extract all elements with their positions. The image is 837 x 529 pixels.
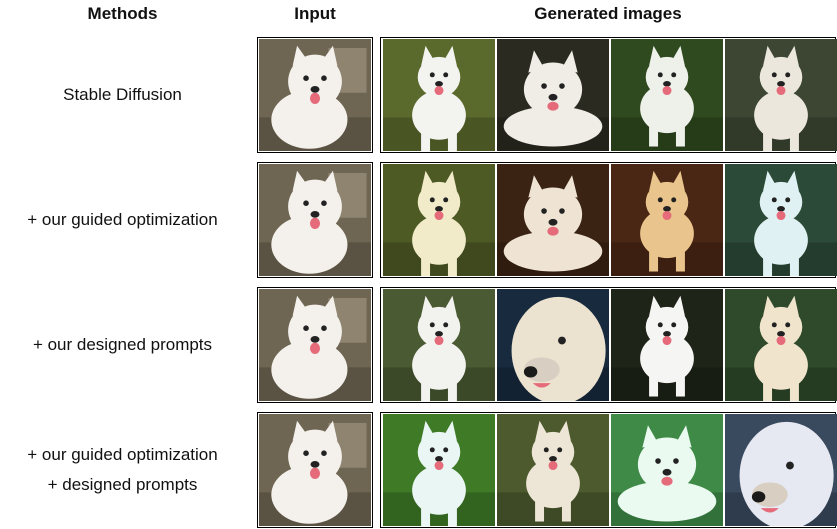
samoyed-photo-icon	[259, 289, 371, 401]
input-frame	[257, 37, 373, 153]
input-frame	[257, 162, 373, 278]
method-label-line: Stable Diffusion	[63, 85, 182, 104]
method-label-line: + our designed prompts	[32, 335, 213, 354]
samoyed-sitting-icon	[725, 39, 837, 151]
input-frame	[257, 287, 373, 403]
samoyed-lying-icon	[497, 164, 609, 276]
generated-image	[725, 164, 837, 276]
samoyed-portrait-icon	[725, 414, 837, 526]
generated-image	[725, 39, 837, 151]
samoyed-sitting-icon	[725, 289, 837, 401]
samoyed-photo-icon	[259, 39, 371, 151]
generated-image	[725, 414, 837, 526]
generated-image	[725, 289, 837, 401]
samoyed-photo-icon	[259, 164, 371, 276]
method-label-line: + designed prompts	[47, 475, 198, 494]
samoyed-sitting-icon	[383, 289, 495, 401]
generated-image	[383, 289, 495, 401]
method-label: Stable Diffusion	[0, 80, 245, 110]
method-label-line: + our guided optimization	[27, 210, 218, 229]
method-label: + our designed prompts	[0, 330, 245, 360]
header-input: Input	[294, 4, 336, 23]
generated-image	[383, 414, 495, 526]
samoyed-sitting-icon	[725, 164, 837, 276]
generated-image	[497, 164, 609, 276]
samoyed-lying-icon	[611, 414, 723, 526]
samoyed-standing-icon	[611, 39, 723, 151]
samoyed-standing-icon	[497, 414, 609, 526]
input-image	[259, 289, 371, 401]
samoyed-portrait-icon	[497, 289, 609, 401]
generated-image	[611, 39, 723, 151]
input-image	[259, 39, 371, 151]
generated-image	[497, 289, 609, 401]
generated-image	[611, 414, 723, 526]
samoyed-photo-icon	[259, 414, 371, 526]
method-label: + our guided optimization + designed prom…	[0, 440, 245, 500]
generated-image	[611, 289, 723, 401]
samoyed-standing-icon	[611, 289, 723, 401]
generated-image	[383, 39, 495, 151]
header-methods: Methods	[87, 4, 158, 23]
samoyed-lying-icon	[497, 39, 609, 151]
generated-image	[497, 39, 609, 151]
method-label: + our guided optimization	[0, 205, 245, 235]
samoyed-sitting-icon	[383, 164, 495, 276]
input-image	[259, 164, 371, 276]
method-label-line: + our guided optimization	[27, 445, 218, 464]
input-image	[259, 414, 371, 526]
generated-image	[497, 414, 609, 526]
samoyed-running-icon	[383, 414, 495, 526]
input-frame	[257, 412, 373, 528]
samoyed-sitting-icon	[383, 39, 495, 151]
generated-image	[383, 164, 495, 276]
generated-image	[611, 164, 723, 276]
header-generated: Generated images	[534, 4, 682, 23]
samoyed-standing-icon	[611, 164, 723, 276]
